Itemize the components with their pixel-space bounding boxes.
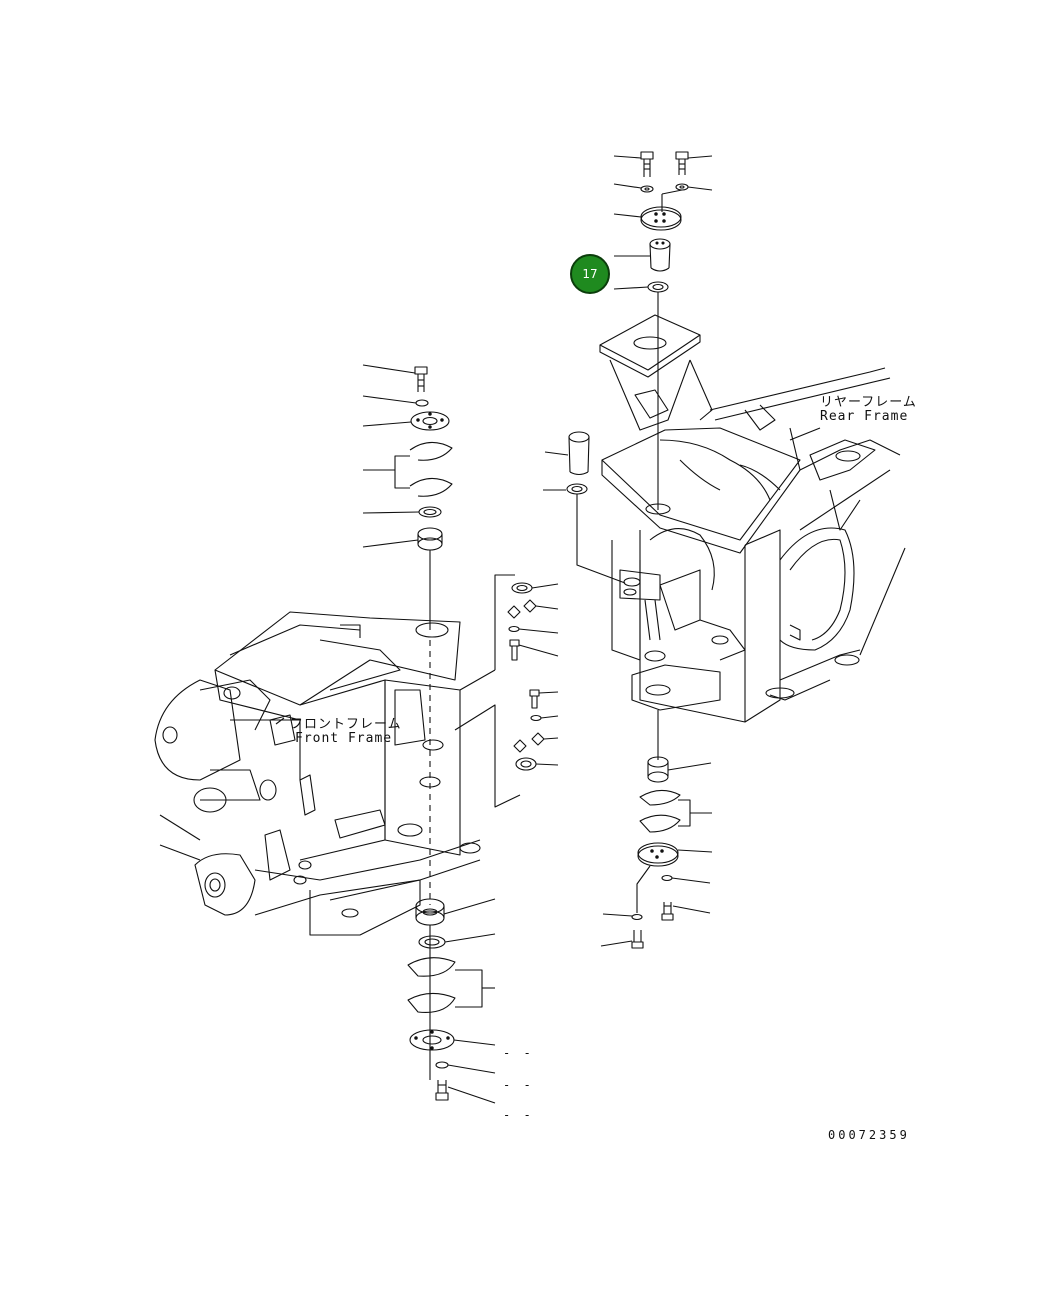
rear-frame-label-jp: リヤーフレーム <box>820 395 917 410</box>
upper-top-bolt-left <box>613 151 654 177</box>
part-dash-1: - - <box>503 1046 534 1060</box>
front-upper-plate <box>362 411 450 431</box>
upper-washers <box>613 183 713 212</box>
front-frame <box>154 611 481 936</box>
front-upper-shims <box>363 441 453 497</box>
drawing-number: 00072359 <box>828 1128 910 1142</box>
front-lower-ring <box>418 933 496 949</box>
front-lower-fasteners <box>435 1061 496 1104</box>
rear-lower-plate <box>637 842 713 867</box>
part-dash-2: - - <box>503 1078 534 1092</box>
front-lower-shims <box>407 957 495 1013</box>
front-upper-ring <box>362 506 442 518</box>
rear-frame-label-en: Rear Frame <box>820 409 909 424</box>
rear-frame-leader <box>789 427 821 441</box>
callout-17[interactable]: 17 <box>570 254 610 294</box>
upper-top-bolt-right <box>675 151 713 175</box>
front-upper-washer <box>362 395 429 407</box>
front-lower-bearing <box>415 898 496 926</box>
middle-upper-group <box>459 574 559 691</box>
part-dash-3: - - <box>503 1108 534 1122</box>
front-lower-plate <box>409 1029 496 1051</box>
upper-spacer-ring <box>613 281 669 293</box>
rear-bushing-parts <box>543 431 626 584</box>
upper-pin <box>614 238 671 272</box>
rear-frame <box>599 314 906 723</box>
upper-retainer-plate <box>613 206 682 231</box>
rear-lower-shims <box>639 789 712 833</box>
front-upper-bearing <box>362 527 443 551</box>
front-frame-label-en: Front Frame <box>295 731 393 746</box>
rear-lower-bushing <box>647 756 712 783</box>
front-frame-leader <box>275 717 285 725</box>
front-upper-bolt <box>362 364 428 392</box>
rear-lower-fasteners <box>600 865 711 949</box>
front-frame-label-jp: フロントフレーム <box>290 717 402 732</box>
middle-lower-group <box>454 689 559 808</box>
